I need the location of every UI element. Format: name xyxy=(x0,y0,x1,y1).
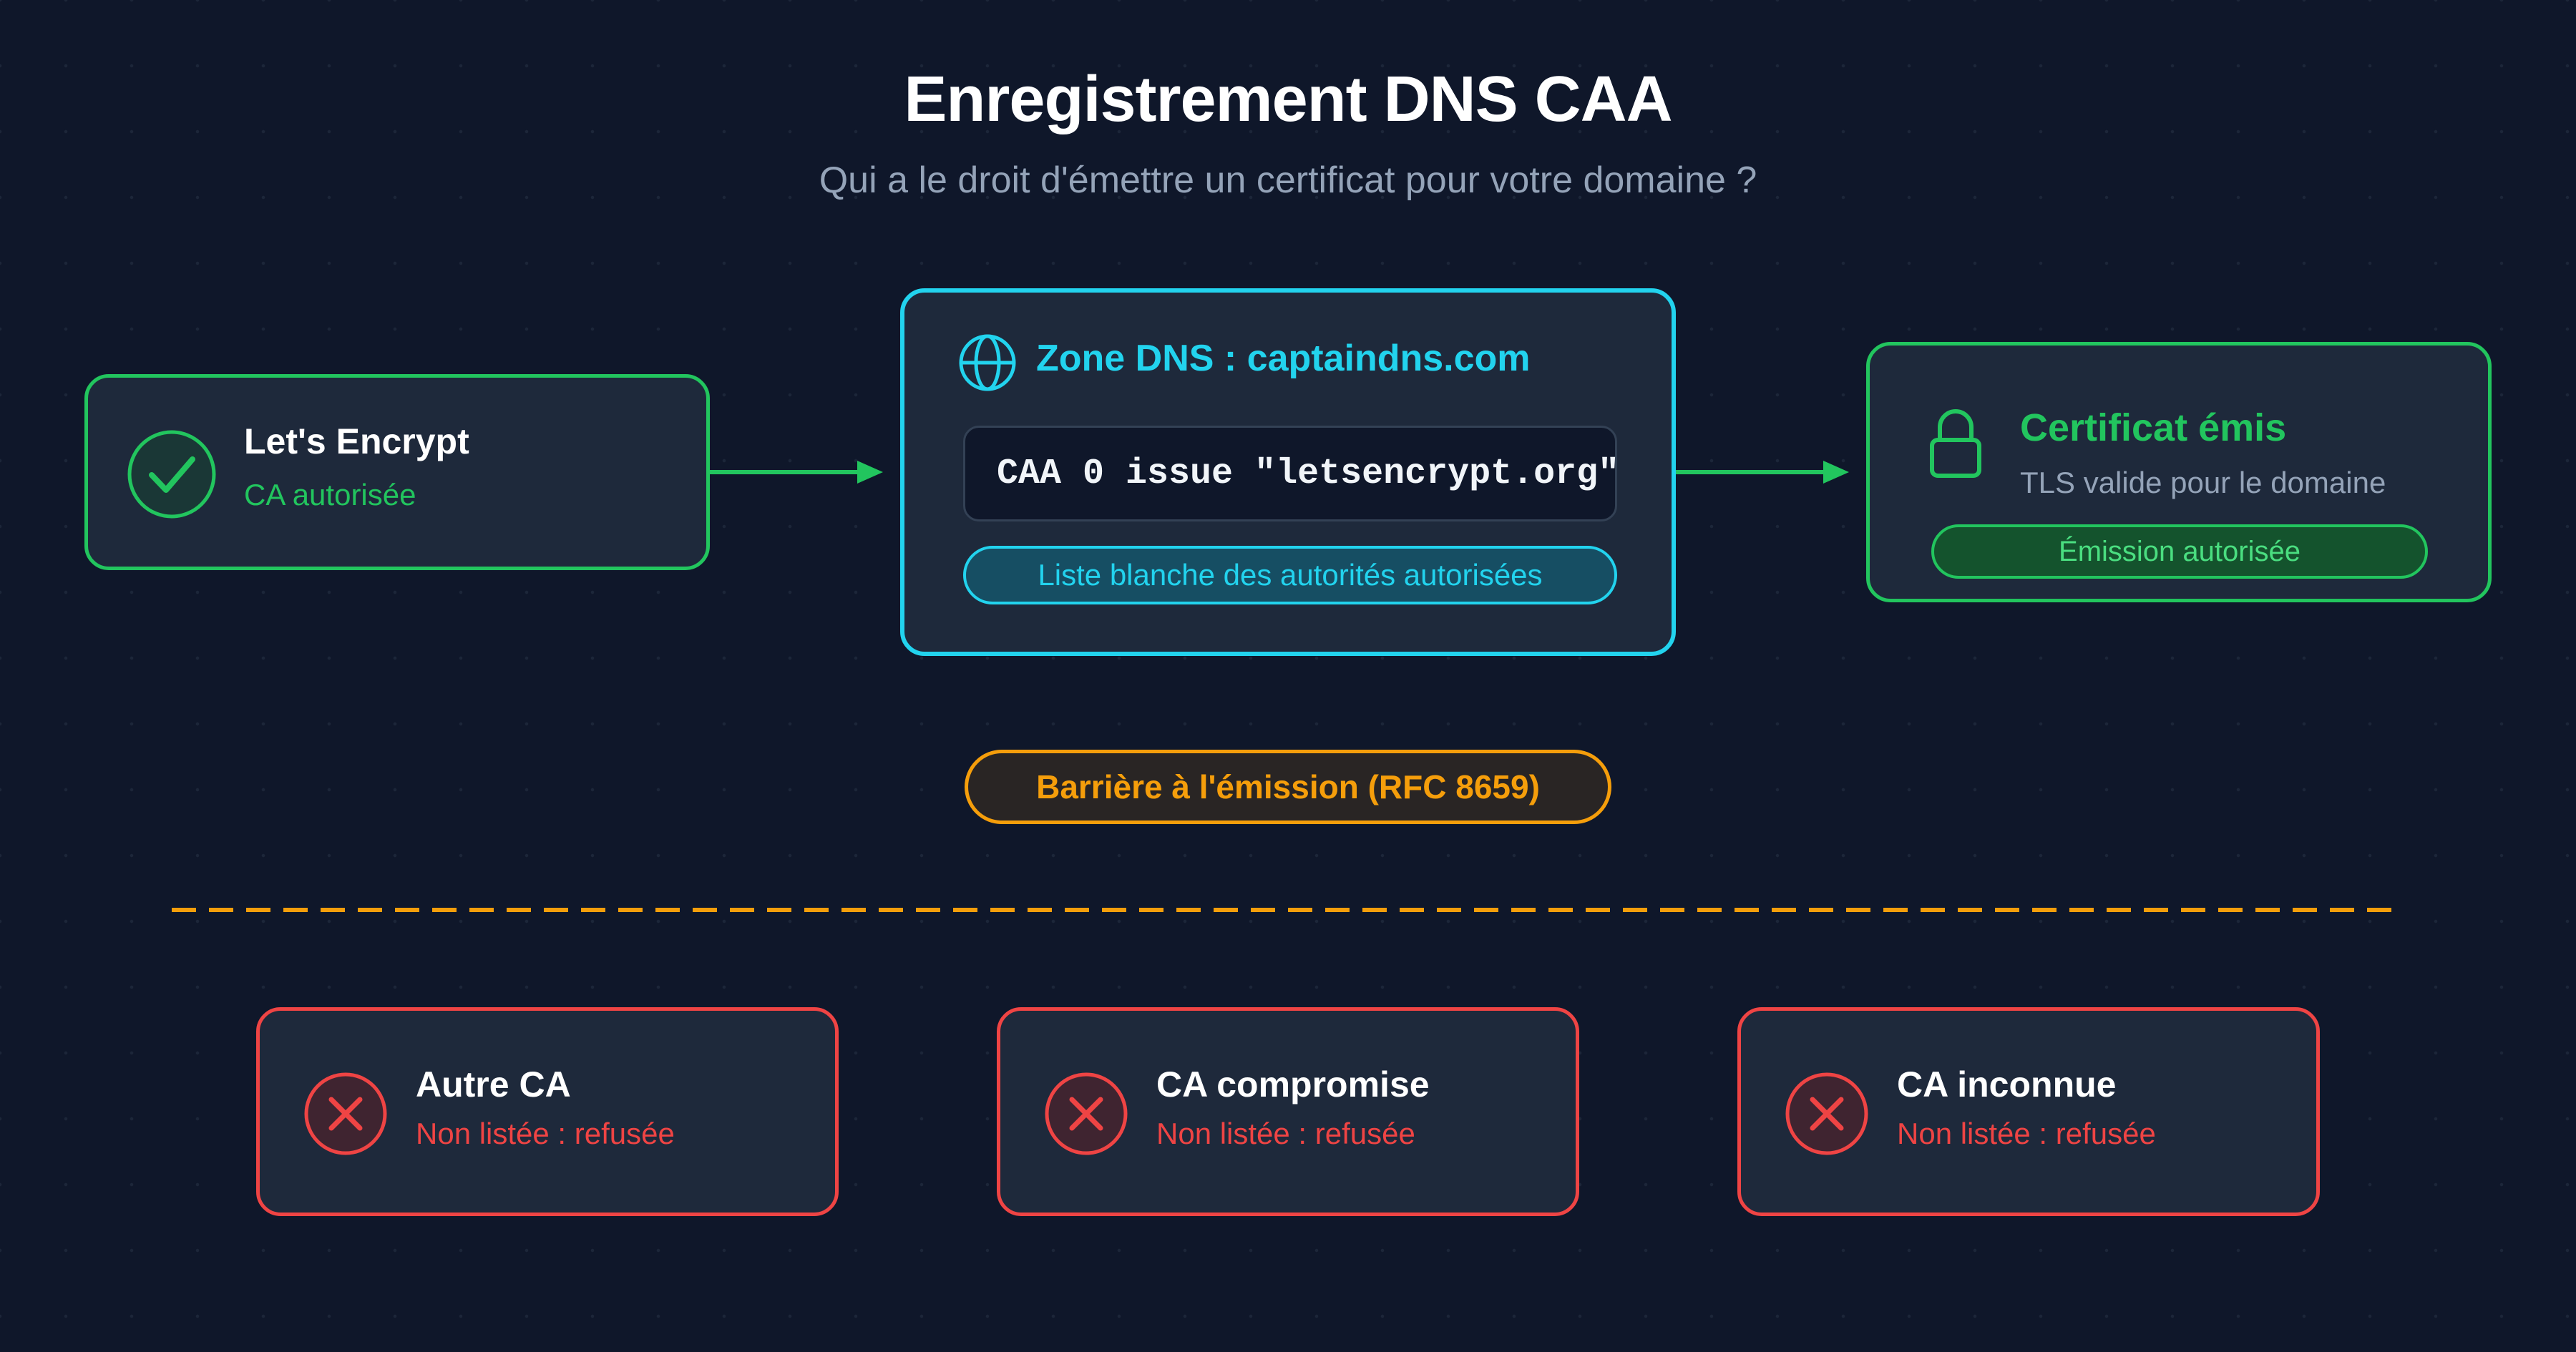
globe-icon xyxy=(959,334,1016,391)
barrier-dashed-line xyxy=(172,908,2397,912)
rejected-ca-status: Non listée : refusée xyxy=(1897,1117,2156,1150)
dns-zone-card: Zone DNS : captaindns.com CAA 0 issue "l… xyxy=(900,288,1676,656)
check-circle-icon xyxy=(127,430,216,519)
arrow-to-dns-zone xyxy=(710,461,883,484)
whitelist-badge: Liste blanche des autorités autorisées xyxy=(963,546,1617,604)
x-circle-icon xyxy=(304,1072,387,1155)
lets-encrypt-title: Let's Encrypt xyxy=(244,421,469,461)
certificate-card: Certificat émis TLS valide pour le domai… xyxy=(1866,342,2492,602)
certificate-title: Certificat émis xyxy=(2020,406,2287,449)
page-title: Enregistrement DNS CAA xyxy=(904,64,1672,135)
x-circle-icon xyxy=(1785,1072,1868,1155)
rejected-ca-card: Autre CA Non listée : refusée xyxy=(256,1007,839,1216)
rejected-ca-title: CA compromise xyxy=(1156,1064,1430,1104)
x-circle-icon xyxy=(1045,1072,1128,1155)
lock-icon xyxy=(1930,409,1981,478)
issuance-barrier-badge: Barrière à l'émission (RFC 8659) xyxy=(965,750,1611,824)
rejected-ca-status: Non listée : refusée xyxy=(1156,1117,1415,1150)
arrow-to-certificate xyxy=(1676,461,1849,484)
rejected-ca-title: Autre CA xyxy=(416,1064,571,1104)
lets-encrypt-card: Let's Encrypt CA autorisée xyxy=(84,374,710,570)
lets-encrypt-status: CA autorisée xyxy=(244,478,416,511)
rejected-ca-title: CA inconnue xyxy=(1897,1064,2117,1104)
page-subtitle: Qui a le droit d'émettre un certificat p… xyxy=(819,160,1757,201)
caa-record: CAA 0 issue "letsencrypt.org" xyxy=(963,426,1619,521)
certificate-description: TLS valide pour le domaine xyxy=(2020,466,2386,499)
issuance-authorized-badge: Émission autorisée xyxy=(1931,524,2428,579)
rejected-ca-status: Non listée : refusée xyxy=(416,1117,675,1150)
rejected-ca-card: CA compromise Non listée : refusée xyxy=(997,1007,1579,1216)
dns-zone-title: Zone DNS : captaindns.com xyxy=(1036,338,1531,379)
rejected-ca-card: CA inconnue Non listée : refusée xyxy=(1737,1007,2320,1216)
